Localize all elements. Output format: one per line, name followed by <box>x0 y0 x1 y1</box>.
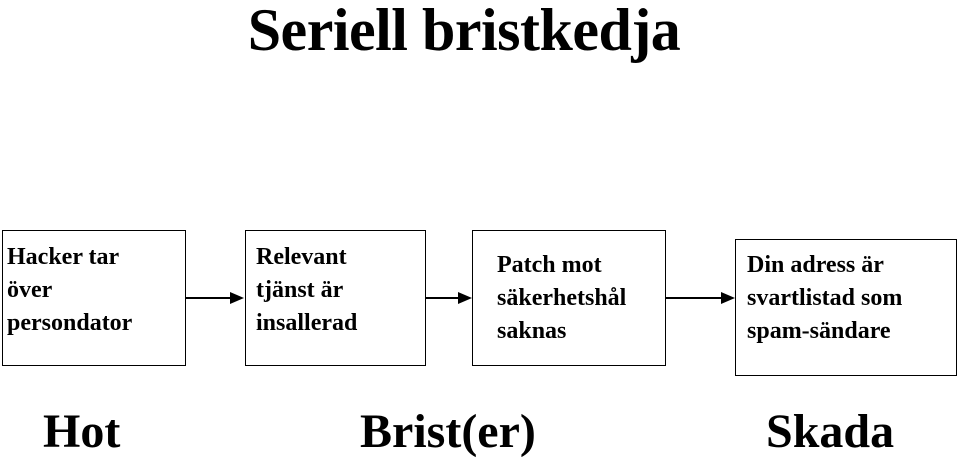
arrow-2 <box>426 292 472 304</box>
chain-step-box: Hacker tar över persondator <box>2 230 186 366</box>
label-threat: Hot <box>43 405 121 458</box>
label-damage: Skada <box>766 405 895 458</box>
label-flaw: Brist(er) <box>360 405 536 458</box>
arrow-1 <box>186 292 244 304</box>
arrow-3 <box>666 292 735 304</box>
chain-step-box: Din adress är svartlistad som spam-sända… <box>735 239 957 376</box>
chain-step-box: Relevant tjänst är insallerad <box>245 230 426 366</box>
chain-step-box: Patch mot säkerhetshål saknas <box>472 230 666 366</box>
diagram-title: Seriell bristkedja <box>247 0 681 63</box>
